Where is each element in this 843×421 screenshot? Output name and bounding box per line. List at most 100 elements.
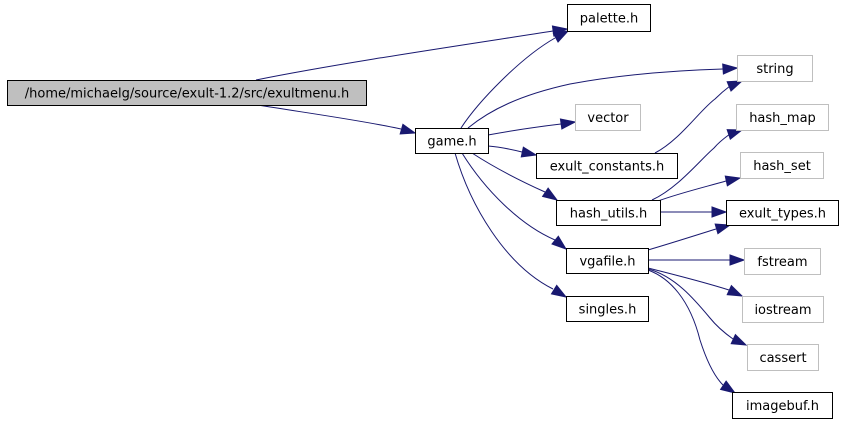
node-label: string bbox=[756, 62, 793, 77]
node-box bbox=[732, 392, 833, 419]
edge-game-to-vector bbox=[487, 118, 577, 136]
edge-line bbox=[654, 85, 731, 154]
edge-line bbox=[647, 268, 734, 340]
edge-root-to-game bbox=[257, 104, 417, 135]
edges-layer bbox=[255, 25, 748, 394]
node-box bbox=[566, 248, 649, 274]
edge-vgafile-to-fstream bbox=[648, 254, 746, 266]
edge-vgafile-to-exult_types bbox=[647, 223, 732, 251]
edge-hash_utils-to-hash_set bbox=[657, 175, 742, 202]
edge-vgafile-to-iostream bbox=[647, 267, 744, 297]
node-label: fstream bbox=[757, 255, 807, 270]
edge-hash_utils-to-exult_types bbox=[660, 206, 728, 218]
node-hash-map: hash_map bbox=[736, 104, 829, 131]
arrowhead-icon bbox=[399, 123, 417, 135]
node-box bbox=[7, 80, 367, 106]
node-box bbox=[736, 104, 829, 131]
edge-line bbox=[454, 152, 554, 290]
node-palette[interactable]: palette.h bbox=[567, 4, 651, 32]
arrowhead-icon bbox=[520, 146, 538, 158]
edge-hash_utils-to-hash_map bbox=[651, 129, 744, 201]
edge-game-to-palette bbox=[460, 30, 570, 129]
node-label: /home/michaelg/source/exult-1.2/src/exul… bbox=[25, 87, 349, 102]
node-box bbox=[742, 296, 824, 323]
edge-line bbox=[647, 269, 724, 386]
node-imagebuf[interactable]: imagebuf.h bbox=[732, 392, 833, 419]
nodes-layer: /home/michaelg/source/exult-1.2/src/exul… bbox=[7, 4, 839, 419]
node-vector: vector bbox=[575, 104, 641, 131]
arrowhead-icon bbox=[711, 206, 728, 218]
node-box bbox=[747, 344, 819, 371]
edge-game-to-hash_utils bbox=[471, 152, 559, 201]
arrowhead-icon bbox=[729, 254, 746, 266]
node-hash-utils[interactable]: hash_utils.h bbox=[556, 200, 661, 226]
node-label: palette.h bbox=[580, 12, 638, 27]
node-box bbox=[740, 152, 824, 179]
node-vgafile[interactable]: vgafile.h bbox=[566, 248, 649, 274]
node-string: string bbox=[737, 55, 813, 82]
node-label: game.h bbox=[427, 135, 476, 150]
edge-line bbox=[461, 152, 556, 241]
arrowhead-icon bbox=[726, 284, 744, 297]
edge-line bbox=[487, 145, 523, 153]
edge-exult_constants-to-string bbox=[654, 80, 744, 154]
edge-line bbox=[657, 180, 727, 202]
node-singles[interactable]: singles.h bbox=[566, 296, 649, 322]
edge-line bbox=[460, 37, 556, 129]
node-iostream: iostream bbox=[742, 296, 824, 323]
node-box bbox=[567, 4, 651, 32]
arrowhead-icon bbox=[722, 63, 739, 75]
edge-vgafile-to-imagebuf bbox=[647, 269, 737, 394]
arrowhead-icon bbox=[551, 235, 568, 250]
node-label: hash_set bbox=[753, 159, 811, 174]
edge-line bbox=[255, 30, 554, 81]
edge-game-to-string bbox=[467, 63, 739, 129]
node-box bbox=[415, 128, 489, 154]
node-box bbox=[536, 153, 678, 179]
node-box bbox=[726, 200, 839, 226]
edge-line bbox=[651, 133, 731, 201]
arrowhead-icon bbox=[550, 284, 568, 298]
node-box bbox=[556, 200, 661, 226]
arrowhead-icon bbox=[541, 187, 559, 201]
edge-game-to-vgafile bbox=[461, 152, 568, 250]
node-label: hash_utils.h bbox=[570, 207, 647, 222]
arrowhead-icon bbox=[714, 223, 732, 235]
edge-vgafile-to-cassert bbox=[647, 268, 748, 346]
node-cassert: cassert bbox=[747, 344, 819, 371]
edge-line bbox=[467, 68, 724, 129]
edge-line bbox=[257, 104, 402, 130]
node-label: singles.h bbox=[579, 303, 637, 318]
node-box bbox=[566, 296, 649, 322]
node-box bbox=[744, 248, 821, 275]
edge-line bbox=[647, 228, 717, 251]
arrowhead-icon bbox=[724, 175, 742, 187]
node-label: imagebuf.h bbox=[746, 399, 819, 414]
node-hash-set: hash_set bbox=[740, 152, 824, 179]
node-root[interactable]: /home/michaelg/source/exult-1.2/src/exul… bbox=[7, 80, 367, 106]
arrowhead-icon bbox=[726, 129, 744, 141]
node-label: cassert bbox=[759, 351, 806, 366]
arrowhead-icon bbox=[559, 118, 577, 130]
arrowhead-icon bbox=[719, 380, 737, 394]
node-box bbox=[737, 55, 813, 82]
node-label: iostream bbox=[754, 303, 811, 318]
edge-root-to-palette bbox=[255, 25, 569, 81]
node-exult-types[interactable]: exult_types.h bbox=[726, 200, 839, 226]
node-exult-constants[interactable]: exult_constants.h bbox=[536, 153, 678, 179]
edge-line bbox=[487, 123, 562, 136]
arrowhead-icon bbox=[730, 333, 748, 346]
node-label: exult_types.h bbox=[739, 207, 826, 222]
node-fstream: fstream bbox=[744, 248, 821, 275]
edge-line bbox=[647, 267, 730, 291]
edge-line bbox=[471, 152, 546, 193]
node-game[interactable]: game.h bbox=[415, 128, 489, 154]
arrowhead-icon bbox=[552, 30, 570, 43]
node-label: exult_constants.h bbox=[550, 160, 665, 175]
arrowhead-icon bbox=[726, 80, 744, 92]
edge-game-to-singles bbox=[454, 152, 568, 298]
node-label: vgafile.h bbox=[579, 255, 635, 270]
edge-game-to-exult_constants bbox=[487, 145, 538, 158]
node-label: vector bbox=[587, 111, 629, 126]
